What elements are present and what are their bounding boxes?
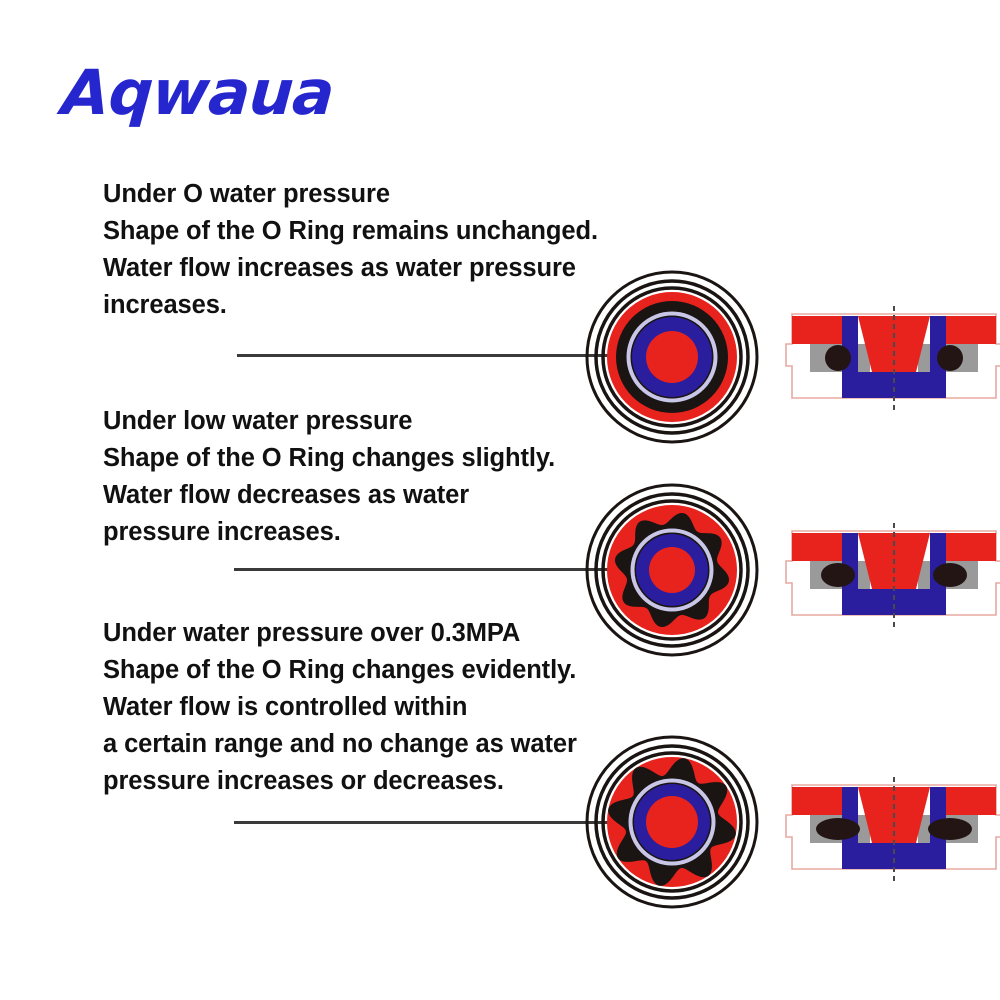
cross-section-zero-pressure	[784, 304, 1000, 416]
text-line: Under low water pressure	[103, 407, 413, 435]
text-line: Water flow increases as water pressure	[103, 254, 576, 282]
text-line: Shape of the O Ring changes evidently.	[103, 656, 577, 684]
cross-section-high-pressure	[784, 775, 1000, 887]
text-block-zero-pressure: Under O water pressure Shape of the O Ri…	[103, 176, 598, 324]
text-line: Water flow decreases as water	[103, 481, 470, 509]
cross-section-low-pressure	[784, 521, 1000, 633]
text-block-low-pressure: Under low water pressure Shape of the O …	[103, 403, 555, 551]
text-line: Under O water pressure	[103, 180, 390, 208]
brand-logo: Aqwaua	[59, 56, 337, 129]
text-line: a certain range and no change as water	[103, 730, 577, 758]
text-line: Under water pressure over 0.3MPA	[103, 619, 521, 647]
text-line: Shape of the O Ring changes slightly.	[103, 444, 556, 472]
text-line: Shape of the O Ring remains unchanged.	[103, 217, 598, 245]
text-line: increases.	[103, 291, 227, 319]
text-block-high-pressure: Under water pressure over 0.3MPA Shape o…	[103, 615, 577, 800]
leader-line-high-pressure	[234, 821, 634, 824]
leader-line-zero-pressure	[237, 354, 635, 357]
leader-line-low-pressure	[234, 568, 634, 571]
text-line: Water flow is controlled within	[103, 693, 468, 721]
o-ring-front-view-low-pressure	[584, 482, 760, 658]
text-line: pressure increases or decreases.	[103, 767, 504, 795]
o-ring-front-view-high-pressure	[584, 734, 760, 910]
o-ring-front-view-zero-pressure	[584, 269, 760, 445]
text-line: pressure increases.	[103, 518, 341, 546]
